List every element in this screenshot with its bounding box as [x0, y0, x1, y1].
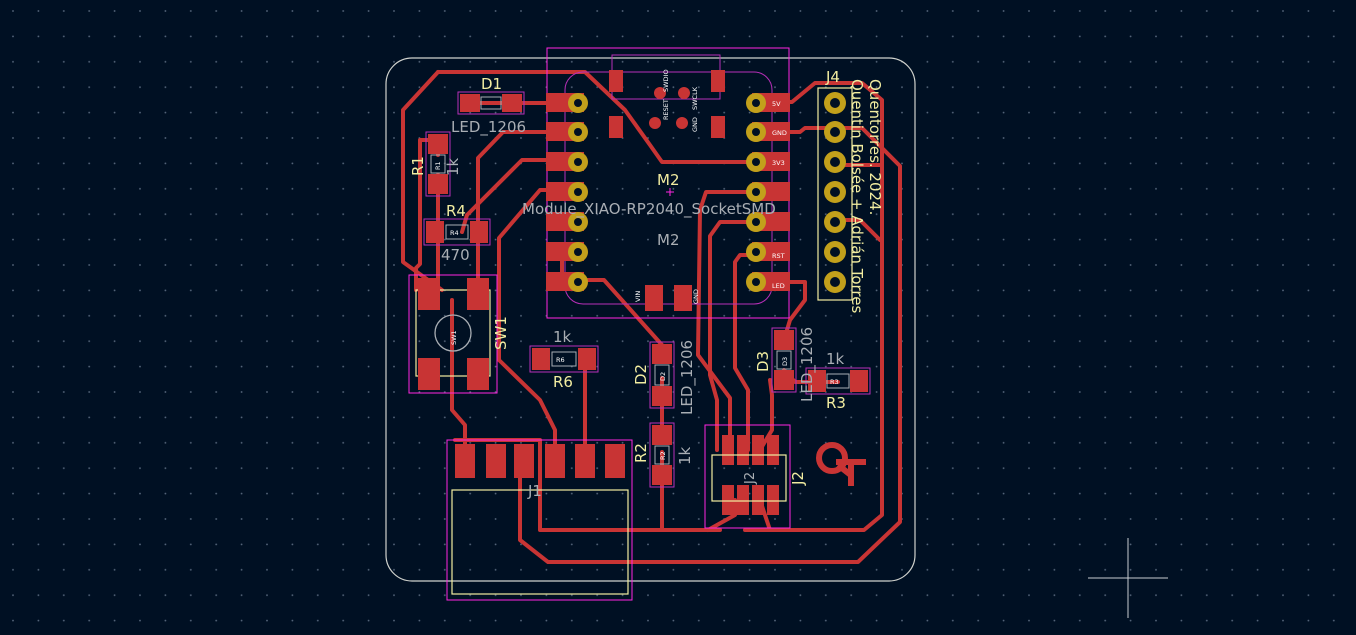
d3-pad-label: D3 [781, 357, 789, 366]
r4-reference: R4 [446, 202, 466, 220]
r6-pad-label: R6 [556, 356, 565, 364]
m2-value: Module_XIAO-RP2040_SocketSMD [522, 200, 776, 219]
d2-led [649, 341, 675, 409]
r6-value: 1k [553, 328, 572, 346]
r1-value: 1k [444, 157, 462, 176]
d1-reference: D1 [481, 75, 502, 93]
d3-value: LED_1206 [798, 327, 817, 402]
r2-reference: R2 [632, 443, 650, 463]
d1-led [457, 91, 525, 115]
j4-reference: J4 [825, 68, 840, 86]
sw1-pad-label: SW1 [450, 330, 458, 345]
j2-reference: J2 [789, 471, 807, 486]
r4-value: 470 [441, 246, 470, 264]
r1-resistor [425, 131, 451, 197]
credit-line-2: Quentin Bolsée + Adrián Torres [848, 79, 866, 313]
r2-value: 1k [676, 446, 694, 465]
swd-swdio-label: SWDIO [662, 69, 670, 92]
pin-gnd-label: GND [772, 129, 787, 137]
d1-value: LED_1206 [451, 118, 526, 137]
j4-pin-header [817, 87, 853, 301]
pin-3v3-label: 3V3 [772, 159, 785, 167]
d2-pad-label: D2 [659, 372, 667, 381]
credit-line-1: Quentorres. 2024. [866, 79, 884, 215]
r4-resistor [423, 218, 491, 246]
swd-swclk-label: SWCLK [691, 86, 699, 110]
r3-resistor [805, 367, 871, 395]
swd-reset-label: RESET [662, 99, 670, 120]
j1-connector [446, 439, 633, 601]
pin-led-label: LED [772, 282, 785, 290]
swd-gnd-label: GND [691, 117, 699, 132]
m2-reference-top: M2 [657, 171, 680, 189]
r1-pad-label: R1 [434, 161, 442, 170]
pin-5v-label: 5V [772, 100, 781, 108]
xiao-right-pads [746, 93, 790, 292]
sw1-reference: SW1 [492, 316, 510, 350]
d3-reference: D3 [754, 351, 772, 372]
qt-logo [816, 442, 866, 486]
r2-resistor [649, 422, 675, 488]
d3-led [771, 327, 797, 393]
r6-resistor [529, 345, 599, 373]
r3-reference: R3 [826, 394, 846, 412]
r4-pad-label: R4 [450, 229, 459, 237]
crosshair-cursor [1088, 538, 1168, 618]
d2-reference: D2 [632, 364, 650, 385]
j1-reference: J1 [527, 482, 542, 500]
j2-pad-label: J2 [743, 472, 758, 485]
r3-value: 1k [826, 350, 845, 368]
r3-pad-label: R3 [830, 378, 839, 386]
m2-reference-mid: M2 [657, 231, 680, 249]
sw1-switch [408, 274, 498, 394]
pin-rst-label: RST [772, 252, 785, 260]
xiao-left-pads [546, 93, 588, 292]
r6-reference: R6 [553, 373, 573, 391]
r1-reference: R1 [409, 156, 427, 176]
gnd-pad-label: GND [692, 289, 700, 304]
j2-connector [704, 424, 791, 529]
vin-label: VIN [634, 291, 642, 302]
r2-pad-label: R2 [659, 451, 667, 460]
board-edge-cuts [385, 57, 916, 582]
d2-value: LED_1206 [678, 340, 697, 415]
